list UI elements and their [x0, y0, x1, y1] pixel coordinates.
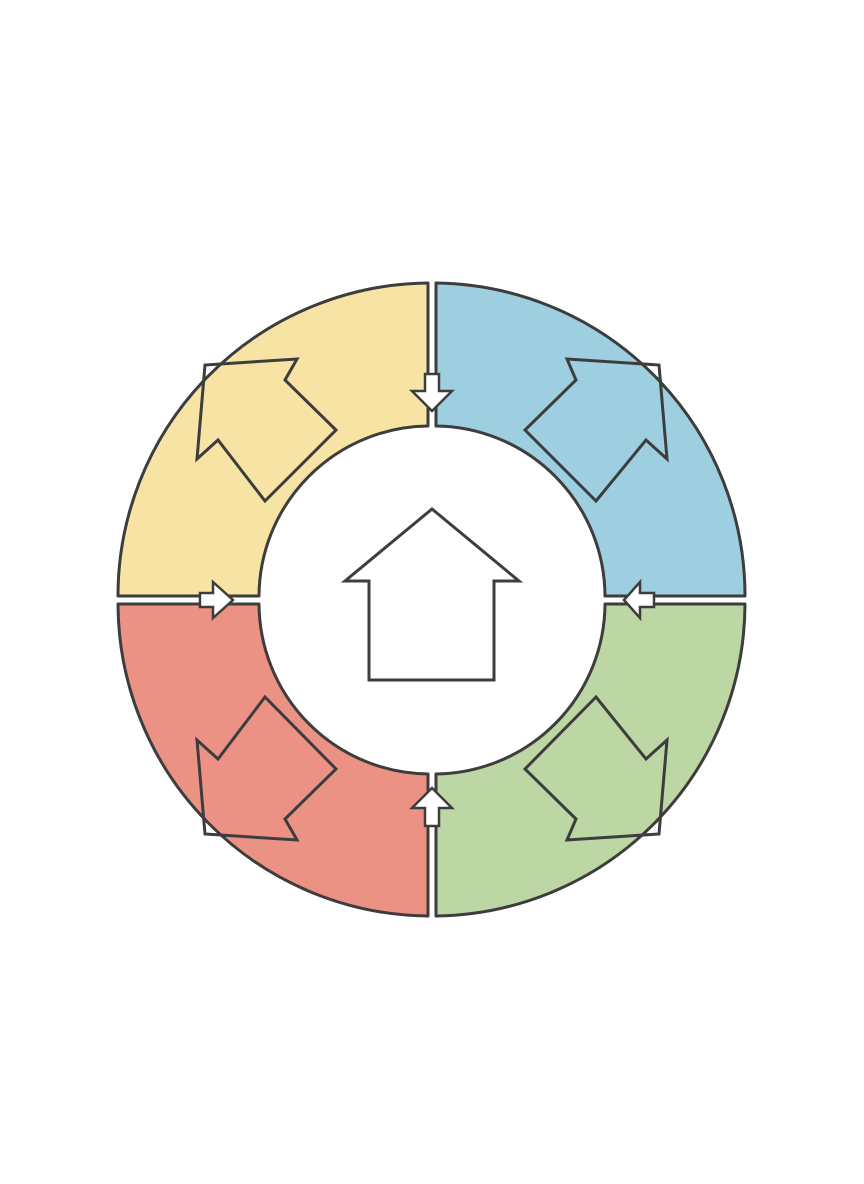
ring-segment-top-right	[434, 281, 747, 598]
house-arrow-icon	[195, 357, 339, 504]
house-arrow-icon	[522, 357, 669, 504]
house-arrow-icon	[195, 694, 339, 842]
ring-segment-bottom-left	[116, 602, 430, 918]
down-arrow-icon	[408, 372, 456, 413]
up-arrow-icon	[408, 786, 456, 828]
ring-segment-bottom-right	[434, 602, 747, 918]
right-arrow-icon	[198, 579, 235, 621]
left-arrow-icon	[622, 578, 656, 622]
house-arrow-icon	[522, 694, 669, 842]
house-icon	[340, 507, 524, 682]
ring-segment-top-left	[116, 281, 430, 598]
